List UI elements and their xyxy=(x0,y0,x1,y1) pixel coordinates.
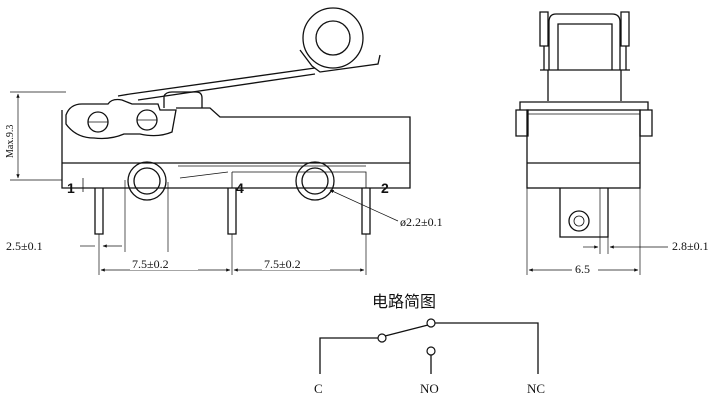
housing-outline xyxy=(61,107,411,189)
lever-pivot xyxy=(65,98,177,140)
dim-hole-diameter: ø2.2±0.1 xyxy=(400,215,443,229)
end-view xyxy=(515,11,653,238)
contact-c xyxy=(377,333,387,343)
switch-blade xyxy=(384,324,429,337)
mount-hole-left xyxy=(127,161,167,201)
end-pin-hole xyxy=(568,210,590,232)
pin-label-no: 4 xyxy=(236,180,244,196)
lever xyxy=(117,67,316,97)
circuit-label-nc: NC xyxy=(527,381,545,396)
dim-end-width: 6.5 xyxy=(575,262,590,276)
actuator-button xyxy=(163,91,203,108)
side-view-dimensions: Max.9.3 ø2.2±0.1 2.5±0.1 7.5±0.2 7.5±0.2 xyxy=(5,91,443,275)
lever-lower-edge xyxy=(137,73,316,101)
end-body xyxy=(526,109,641,189)
pin-label-nc: 2 xyxy=(381,180,389,196)
pin-nc xyxy=(361,188,371,235)
contact-no xyxy=(426,346,436,356)
roller-hub xyxy=(315,20,351,56)
wire-c xyxy=(319,337,378,374)
wire-nc xyxy=(435,322,539,374)
circuit-diagram: 电路简图 C NO NC xyxy=(314,292,545,396)
end-flange-right xyxy=(639,109,653,137)
dim-max-height: Max.9.3 xyxy=(5,125,16,158)
end-view-dimensions: 2.8±0.1 6.5 xyxy=(526,188,709,276)
end-flange-left xyxy=(515,109,529,137)
circuit-label-no: NO xyxy=(420,381,439,396)
roller xyxy=(302,7,364,69)
end-roller xyxy=(548,13,621,70)
roller-bracket xyxy=(299,49,381,73)
dim-pitch-b: 7.5±0.2 xyxy=(264,257,301,271)
circuit-title: 电路简图 xyxy=(372,292,436,311)
dim-pitch-a: 7.5±0.2 xyxy=(132,257,169,271)
dim-pin-offset: 2.5±0.1 xyxy=(6,239,43,253)
end-pin xyxy=(559,188,609,238)
contact-nc xyxy=(426,318,436,328)
pin-label-com: 1 xyxy=(67,180,75,196)
mount-hole-right xyxy=(295,161,335,201)
side-view: 1 4 2 xyxy=(61,7,411,235)
circuit-label-c: C xyxy=(314,381,323,396)
pin-no xyxy=(227,188,237,235)
pin-com xyxy=(94,188,104,235)
dim-end-offset: 2.8±0.1 xyxy=(672,239,709,253)
